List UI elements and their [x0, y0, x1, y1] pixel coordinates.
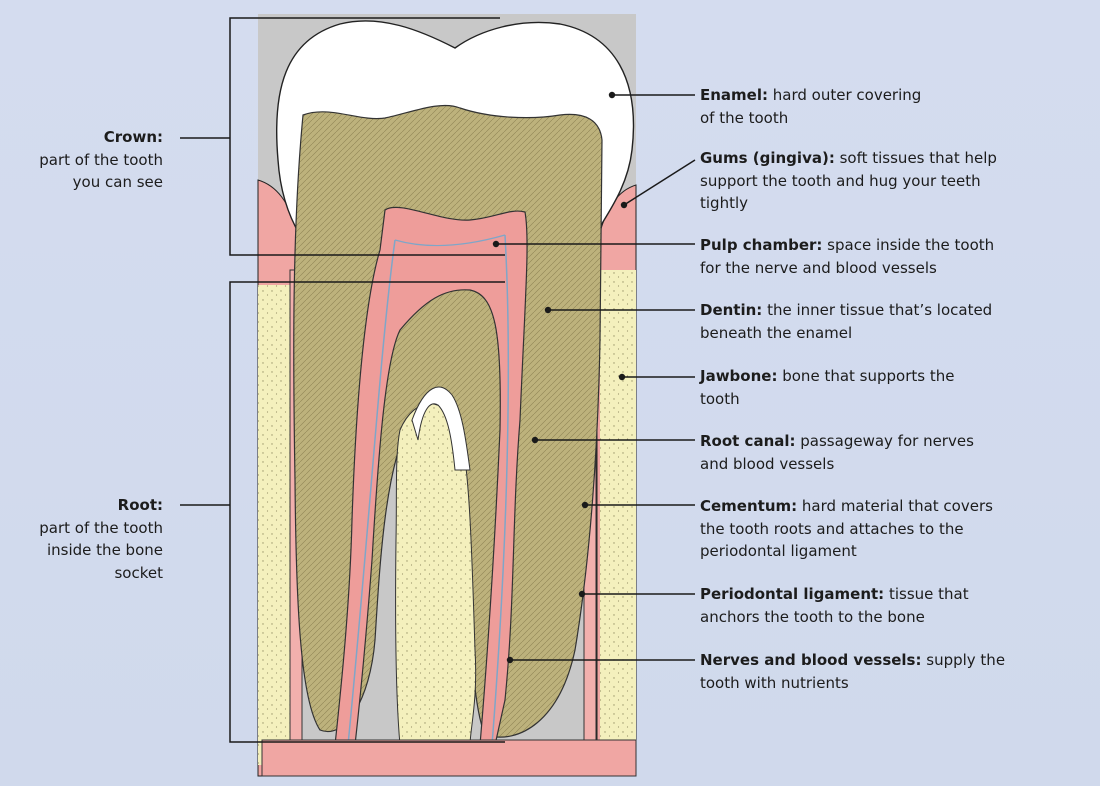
- crown-desc-2: you can see: [72, 173, 163, 191]
- crown-term: Crown:: [103, 128, 163, 146]
- dentin-term: Dentin:: [700, 301, 763, 319]
- pulp-chamber-term: Pulp chamber:: [700, 236, 823, 254]
- pulp-chamber-desc-1: space inside the tooth: [822, 236, 995, 254]
- cementum-desc-1: hard material that covers: [797, 497, 993, 515]
- enamel-desc-2: of the tooth: [700, 108, 789, 127]
- root-canal-label: Root canal: passageway for nerves and bl…: [700, 430, 1090, 475]
- jawbone-desc-2: tooth: [700, 389, 740, 408]
- enamel-label: Enamel: hard outer covering of the tooth: [700, 84, 1090, 129]
- periodontal-desc-2: anchors the tooth to the bone: [700, 607, 925, 626]
- crown-label: Crown: part of the tooth you can see: [20, 126, 163, 194]
- pulp-chamber-desc-2: for the nerve and blood vessels: [700, 258, 937, 277]
- nerves-desc-1: supply the: [921, 651, 1006, 669]
- dentin-desc-1: the inner tissue that’s located: [762, 301, 993, 319]
- gums-desc-3: tightly: [700, 194, 749, 212]
- root-desc-2: inside the bone: [47, 541, 163, 559]
- gums-leader: [623, 159, 696, 206]
- jawbone-label: Jawbone: bone that supports the tooth: [700, 365, 1090, 410]
- jawbone-desc-1: bone that supports the: [777, 367, 955, 385]
- cementum-desc-2: the tooth roots and attaches to the: [700, 519, 964, 538]
- jawbone-left: [258, 285, 290, 765]
- periodontal-ligament-label: Periodontal ligament: tissue that anchor…: [700, 583, 1090, 628]
- root-label: Root: part of the tooth inside the bone …: [20, 494, 163, 584]
- root-canal-desc-2: and blood vessels: [700, 454, 835, 473]
- dentin-label: Dentin: the inner tissue that’s located …: [700, 299, 1090, 344]
- gums-desc-2: support the tooth and hug your teeth: [700, 171, 981, 190]
- pulp-chamber-label: Pulp chamber: space inside the tooth for…: [700, 234, 1090, 279]
- crown-desc-1: part of the tooth: [39, 150, 163, 169]
- root-desc-3: socket: [114, 563, 163, 582]
- enamel-term: Enamel:: [700, 86, 768, 104]
- root-desc-1: part of the tooth: [39, 518, 163, 537]
- root-canal-term: Root canal:: [700, 432, 796, 450]
- root-canal-desc-1: passageway for nerves: [795, 432, 974, 450]
- dentin-desc-2: beneath the enamel: [700, 323, 853, 342]
- jawbone-term: Jawbone:: [700, 367, 778, 385]
- nerves-label: Nerves and blood vessels: supply the too…: [700, 649, 1090, 694]
- crown-bracket: [229, 17, 505, 256]
- cementum-term: Cementum:: [700, 497, 798, 515]
- root-term: Root:: [117, 496, 163, 514]
- gums-term: Gums (gingiva):: [700, 149, 835, 167]
- jawbone-right: [600, 270, 636, 765]
- cementum-desc-3: periodontal ligament: [700, 542, 857, 560]
- enamel-desc-1: hard outer covering: [768, 86, 922, 104]
- periodontal-term: Periodontal ligament:: [700, 585, 885, 603]
- nerves-term: Nerves and blood vessels:: [700, 651, 922, 669]
- root-bracket: [229, 281, 505, 743]
- nerves-desc-2: tooth with nutrients: [700, 673, 849, 692]
- periodontal-desc-1: tissue that: [884, 585, 969, 603]
- gums-desc-1: soft tissues that help: [834, 149, 997, 167]
- gums-label: Gums (gingiva): soft tissues that help s…: [700, 147, 1090, 215]
- cementum-label: Cementum: hard material that covers the …: [700, 495, 1090, 563]
